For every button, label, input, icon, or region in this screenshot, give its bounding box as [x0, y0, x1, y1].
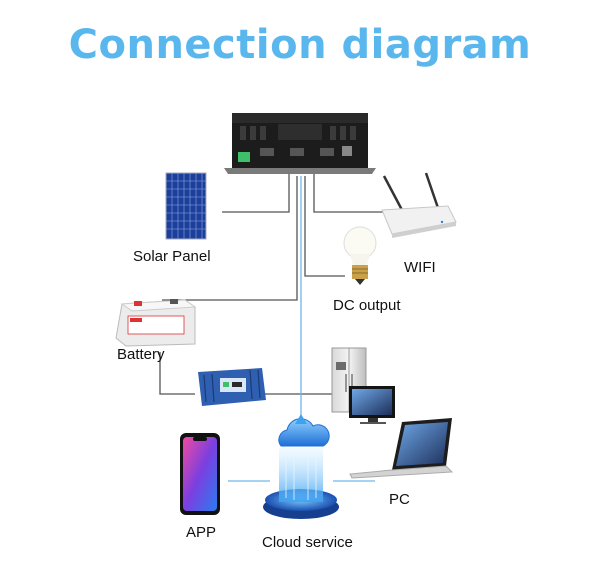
cloud-service-label: Cloud service: [262, 534, 353, 551]
data-links: [228, 176, 375, 482]
wifi-router-icon: [381, 172, 457, 238]
wire-battery: [162, 176, 298, 301]
wires: [159, 172, 385, 395]
power-inverter-icon: [198, 368, 266, 406]
solar-panel-icon: [165, 172, 207, 240]
pc-label: PC: [389, 491, 410, 508]
wifi-label: WIFI: [404, 259, 436, 276]
monitor-icon: [349, 386, 395, 424]
inverter-icon: [224, 113, 376, 174]
laptop-icon: [349, 418, 454, 479]
wire-wifi: [313, 172, 385, 213]
cloud-service-icon: [263, 414, 339, 519]
wire-solar: [222, 172, 290, 213]
wire-battery-inverter: [159, 352, 195, 395]
solar-panel-label: Solar Panel: [133, 248, 211, 265]
page-title: Connection diagram: [68, 22, 532, 68]
app-label: APP: [186, 524, 217, 541]
wire-dc-output: [304, 176, 345, 277]
dc-output-label: DC output: [333, 297, 401, 314]
battery-label: Battery: [117, 346, 165, 363]
battery-icon: [115, 299, 197, 347]
light-bulb-icon: [343, 226, 377, 285]
smartphone-icon: [180, 433, 220, 515]
